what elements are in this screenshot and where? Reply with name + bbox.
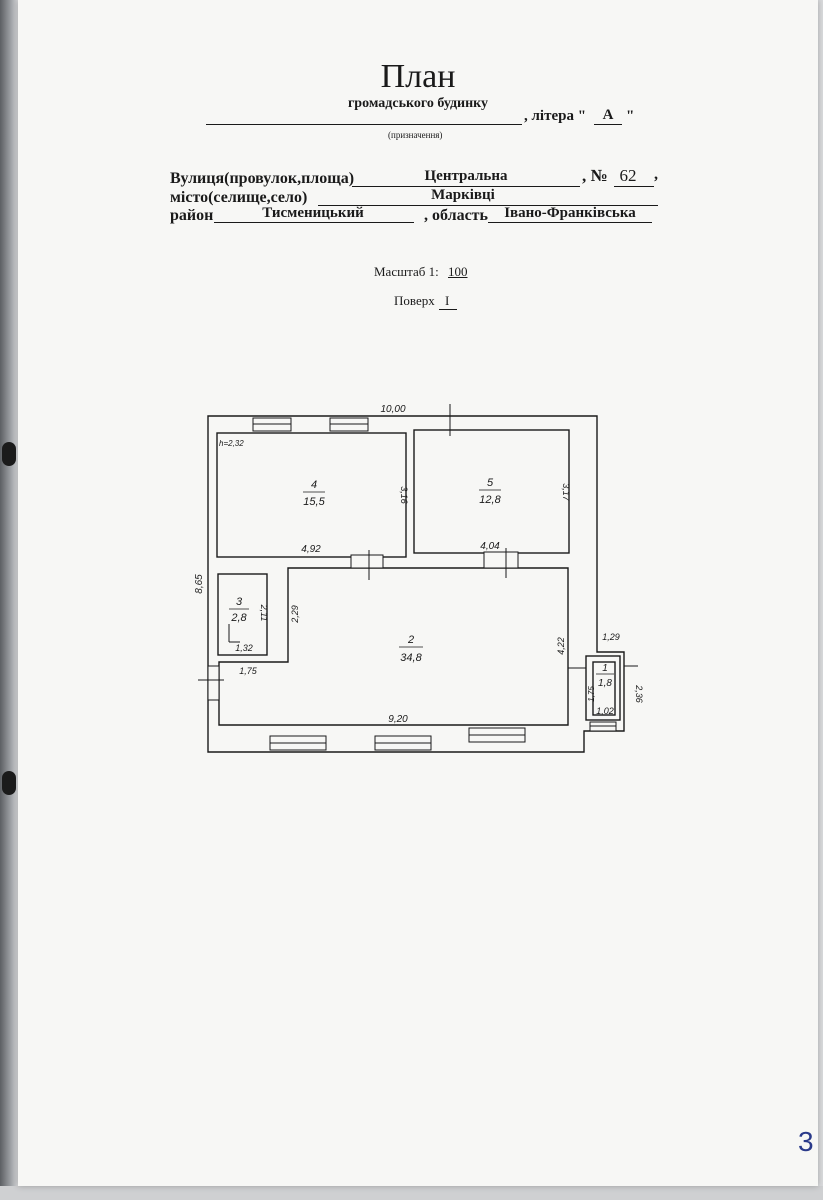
door — [350, 554, 384, 569]
scale-label: Масштаб 1: — [374, 264, 439, 279]
dim-room5-width: 4,04 — [480, 541, 500, 552]
dim-room2-right-height: 4,22 — [556, 637, 566, 655]
dim-overall-width: 10,00 — [380, 404, 405, 415]
number-label: , № — [582, 166, 608, 185]
dim-room3-width: 1,32 — [235, 643, 253, 653]
litera-value: А — [602, 107, 614, 123]
page-number: 3 — [798, 1126, 814, 1157]
dim-room4-width: 4,92 — [301, 544, 321, 555]
number-underline — [614, 186, 654, 187]
room-4-number: 4 — [311, 479, 317, 491]
city-underline — [318, 205, 658, 206]
region-value: Івано-Франківська — [504, 205, 636, 221]
room-2-area: 34,8 — [400, 652, 422, 664]
punch-hole — [2, 442, 16, 466]
room-4-area: 15,5 — [303, 496, 325, 508]
number-value: 62 — [619, 166, 637, 185]
street-underline — [352, 186, 580, 187]
district-underline — [214, 222, 414, 223]
dim-room2-left-height: 2,29 — [290, 605, 300, 624]
street-value: Центральна — [424, 168, 508, 184]
room-5-area: 12,8 — [479, 494, 501, 506]
dim-room4-height: 3,16 — [399, 486, 409, 504]
dim-room1-outer: 2,36 — [634, 684, 644, 703]
room-3-area: 2,8 — [230, 612, 247, 624]
dim-room3-ext: 1,75 — [239, 666, 258, 676]
litera-label: , літера " — [524, 108, 587, 124]
room-2-outline — [218, 567, 569, 726]
page-subtitle: громадського будинку — [347, 96, 489, 111]
page-binding-edge — [0, 0, 18, 1200]
dim-room1-top: 1,29 — [602, 632, 620, 642]
district-value: Тисменицький — [262, 205, 364, 221]
floor-plan-labels: h=2,32 4 15,5 5 12,8 3 2,8 2 34,8 1 1,8 … — [194, 404, 644, 725]
page-bottom-edge — [0, 1186, 823, 1200]
dim-room1-height: 1,75 — [587, 686, 596, 702]
room-1-outline — [585, 655, 621, 721]
room-1-number: 1 — [602, 663, 608, 674]
room-3-number: 3 — [236, 596, 243, 608]
litera-close: " — [626, 108, 635, 124]
dim-overall-height: 8,65 — [194, 574, 205, 594]
litera-underline — [594, 124, 622, 125]
document-sheet: План громадського будинку , літера " А "… — [18, 0, 818, 1186]
dim-room2-width: 9,20 — [388, 714, 408, 725]
district-label: район — [170, 207, 214, 224]
scale-value: 100 — [448, 264, 468, 279]
purpose-caption: (призначення) — [388, 130, 443, 140]
dim-room1-width: 1,02 — [596, 706, 614, 716]
floor-plan-drawing — [198, 404, 638, 753]
floor-underline — [439, 309, 457, 310]
height-note: h=2,32 — [219, 439, 244, 448]
street-label: Вулиця(провулок,площа) — [170, 170, 355, 187]
city-label: місто(селище,село) — [170, 189, 308, 206]
room-1-area: 1,8 — [598, 678, 612, 689]
region-label: , область — [424, 207, 488, 224]
door — [207, 665, 220, 701]
number-tail: , — [654, 166, 658, 183]
room-5-number: 5 — [487, 477, 494, 489]
dim-room5-height: 3,17 — [561, 483, 571, 502]
room-3-outline — [217, 573, 268, 656]
floor-label: Поверх — [394, 293, 435, 308]
outer-wall — [207, 415, 625, 753]
dim-room3-height: 2,11 — [259, 604, 269, 622]
door — [483, 551, 519, 569]
room-4-outline — [216, 432, 407, 558]
city-value: Марківці — [431, 187, 495, 203]
room-2-number: 2 — [407, 634, 414, 646]
page-title: План — [380, 58, 456, 95]
region-underline — [488, 222, 652, 223]
purpose-underline — [206, 124, 522, 125]
punch-hole — [2, 771, 16, 795]
floor-value: I — [445, 293, 450, 308]
